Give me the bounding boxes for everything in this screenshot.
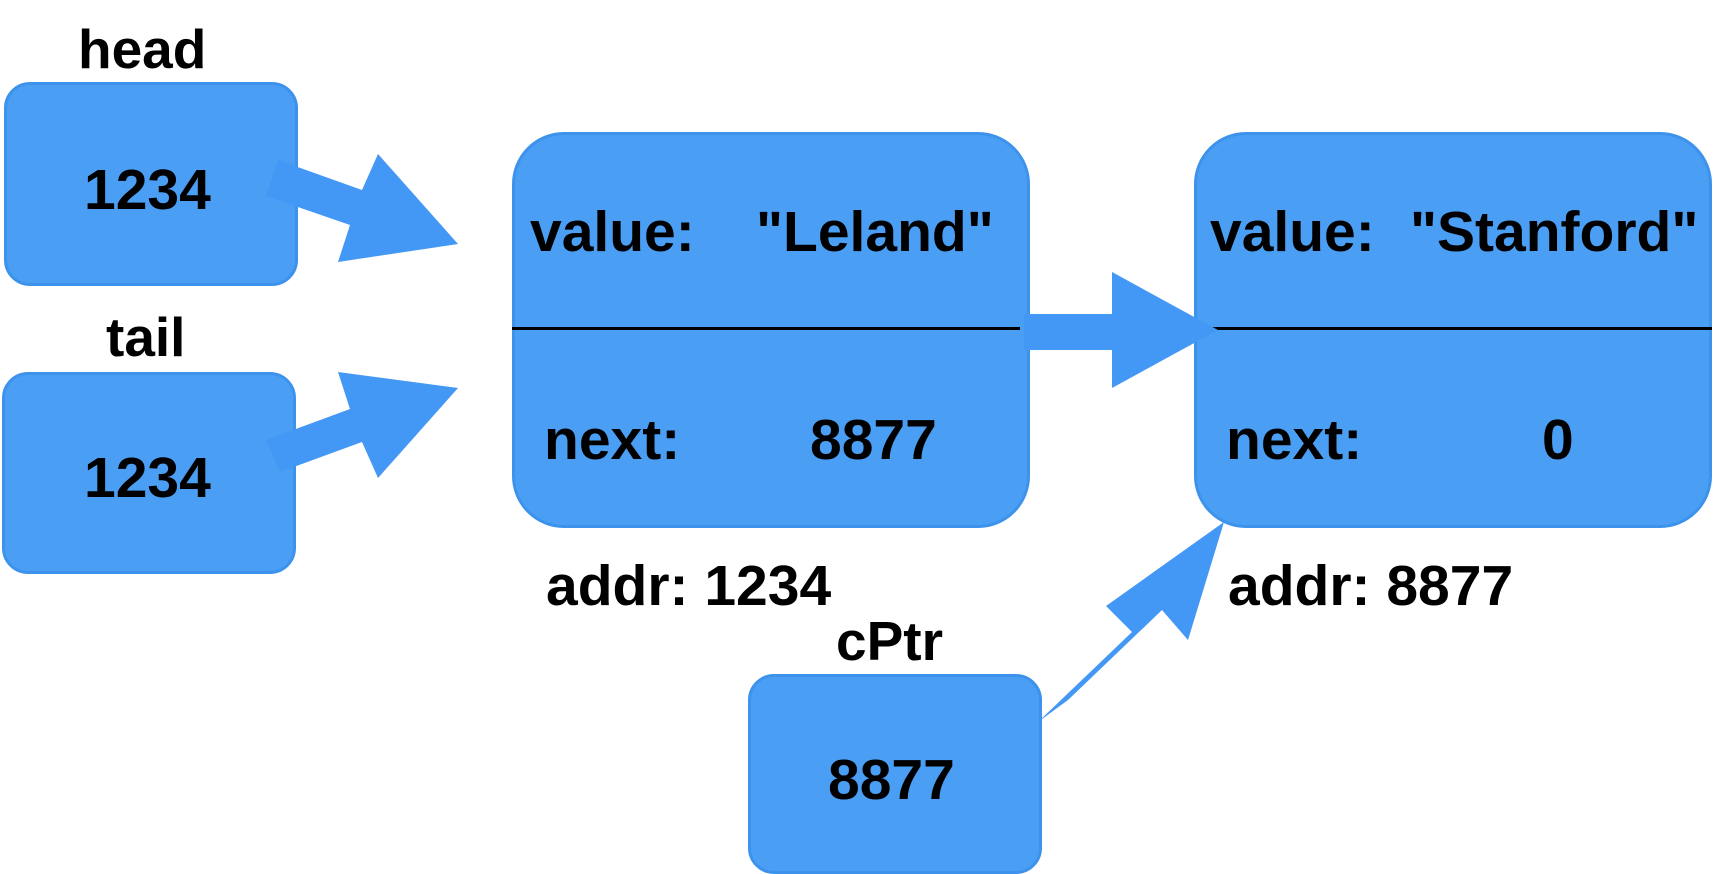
node-stanford-divider bbox=[1194, 327, 1712, 330]
cptr-label: cPtr bbox=[836, 610, 943, 672]
node-stanford-value-key: value: bbox=[1210, 200, 1375, 264]
node-stanford-value: "Stanford" bbox=[1410, 200, 1699, 264]
node-leland-value: "Leland" bbox=[756, 200, 994, 264]
node-leland-next-key: next: bbox=[544, 408, 681, 472]
tail-pointer-box bbox=[2, 372, 296, 574]
node-stanford-addr: addr: 8877 bbox=[1228, 554, 1514, 618]
node-leland bbox=[512, 132, 1030, 528]
node-stanford-next-key: next: bbox=[1226, 408, 1363, 472]
cptr-pointer-box bbox=[748, 674, 1042, 874]
head-value: 1234 bbox=[84, 158, 211, 222]
next-arrow bbox=[1024, 272, 1218, 388]
cptr-arrow bbox=[1038, 522, 1224, 722]
head-pointer-box bbox=[4, 82, 298, 286]
tail-label: tail bbox=[106, 306, 186, 368]
tail-value: 1234 bbox=[84, 446, 211, 510]
node-leland-divider bbox=[512, 327, 1020, 330]
node-stanford bbox=[1194, 132, 1712, 528]
cptr-value: 8877 bbox=[828, 748, 955, 812]
node-stanford-next: 0 bbox=[1542, 408, 1574, 472]
head-label: head bbox=[78, 18, 207, 80]
node-leland-value-key: value: bbox=[530, 200, 695, 264]
node-leland-next: 8877 bbox=[810, 408, 937, 472]
node-leland-addr: addr: 1234 bbox=[546, 554, 832, 618]
